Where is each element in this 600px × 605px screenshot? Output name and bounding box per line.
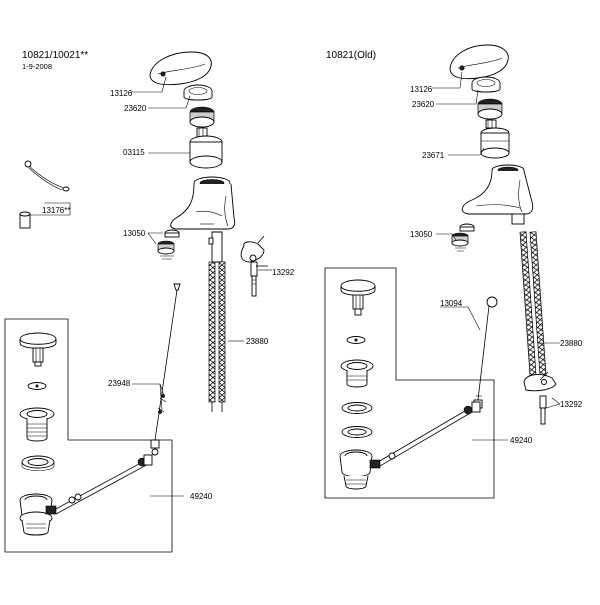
right-model-title: 10821(Old) [326,50,376,61]
right-cap-23620-part [471,76,501,93]
right-gasket-lower-part [341,426,373,438]
left-gasket-part [21,455,55,471]
right-label-13126: 13126 [410,85,433,94]
right-linkage-rod-part [377,401,481,467]
right-bracket-13292-part [523,371,557,425]
left-date: 1-9-2008 [22,62,52,71]
chain-plug-13176-part [19,160,70,229]
cartridge-03115-part [189,127,223,169]
left-flange-part [19,407,55,442]
right-label-13292: 13292 [560,400,583,409]
label-23948: 23948 [108,379,131,388]
right-drain-body-part [339,449,381,490]
cap-23620-part [183,84,213,101]
right-lift-rod-13094-part [473,296,498,409]
label-13126: 13126 [110,89,133,98]
right-faucet-body-part [461,164,534,225]
right-label-49240: 49240 [510,436,533,445]
right-label-13050: 13050 [410,230,433,239]
right-leader-l13050 [436,233,457,241]
left-drain-body-part [19,493,57,536]
left-linkage-rod-part [53,454,153,515]
right-gasket-upper-part [341,402,373,414]
lift-rod-23948-part [150,283,181,456]
label-23620: 23620 [124,104,147,113]
nut-part [189,106,215,128]
right-flexible-hoses-23880-part [519,231,547,378]
right-diagram: 10821(Old) [324,44,583,499]
label-13176: 13176** [42,206,70,215]
right-label-13094: 13094 [440,299,463,308]
right-label-23880: 23880 [560,339,583,348]
leader-l13176 [30,202,71,216]
leader-l13126 [130,76,167,93]
left-washer-part [27,382,47,390]
leader-l13050 [147,232,163,245]
leader-l23620 [148,95,191,109]
leader-l23948 [132,383,165,411]
right-aerator-13050-part [451,223,475,252]
label-03115: 03115 [123,148,145,157]
right-label-23671: 23671 [422,151,445,160]
label-13050: 13050 [123,229,146,238]
right-pop-up-plug-part [340,279,376,316]
faucet-body-part [170,176,236,230]
right-leader-l13094 [440,306,481,331]
right-leader-l13292 [545,397,561,409]
right-label-23620: 23620 [412,100,435,109]
aerator-13050-part [157,229,180,260]
left-pop-up-plug-part [19,332,57,367]
left-model-title: 10821/10021** [22,50,88,61]
label-13292: 13292 [272,268,295,277]
label-49240: 49240 [190,492,213,501]
right-leader-l23671 [448,147,485,156]
right-leader-l23620 [436,89,479,105]
right-flange-part [340,359,374,388]
right-nut-part [477,98,503,120]
right-drain-kit-box [324,267,495,499]
right-washer-part [346,336,366,344]
right-leader-l13126 [432,71,463,89]
right-lever-handle-part [449,44,509,80]
left-drain-kit-box [4,318,173,553]
label-23880: 23880 [246,337,269,346]
lever-handle-part [149,51,212,86]
right-cartridge-23671-part [480,119,510,159]
left-diagram: 10821/10021** 1-9-2008 [4,50,295,553]
bracket-13292-part [240,235,268,297]
flexible-hoses-23880-part [208,231,226,412]
